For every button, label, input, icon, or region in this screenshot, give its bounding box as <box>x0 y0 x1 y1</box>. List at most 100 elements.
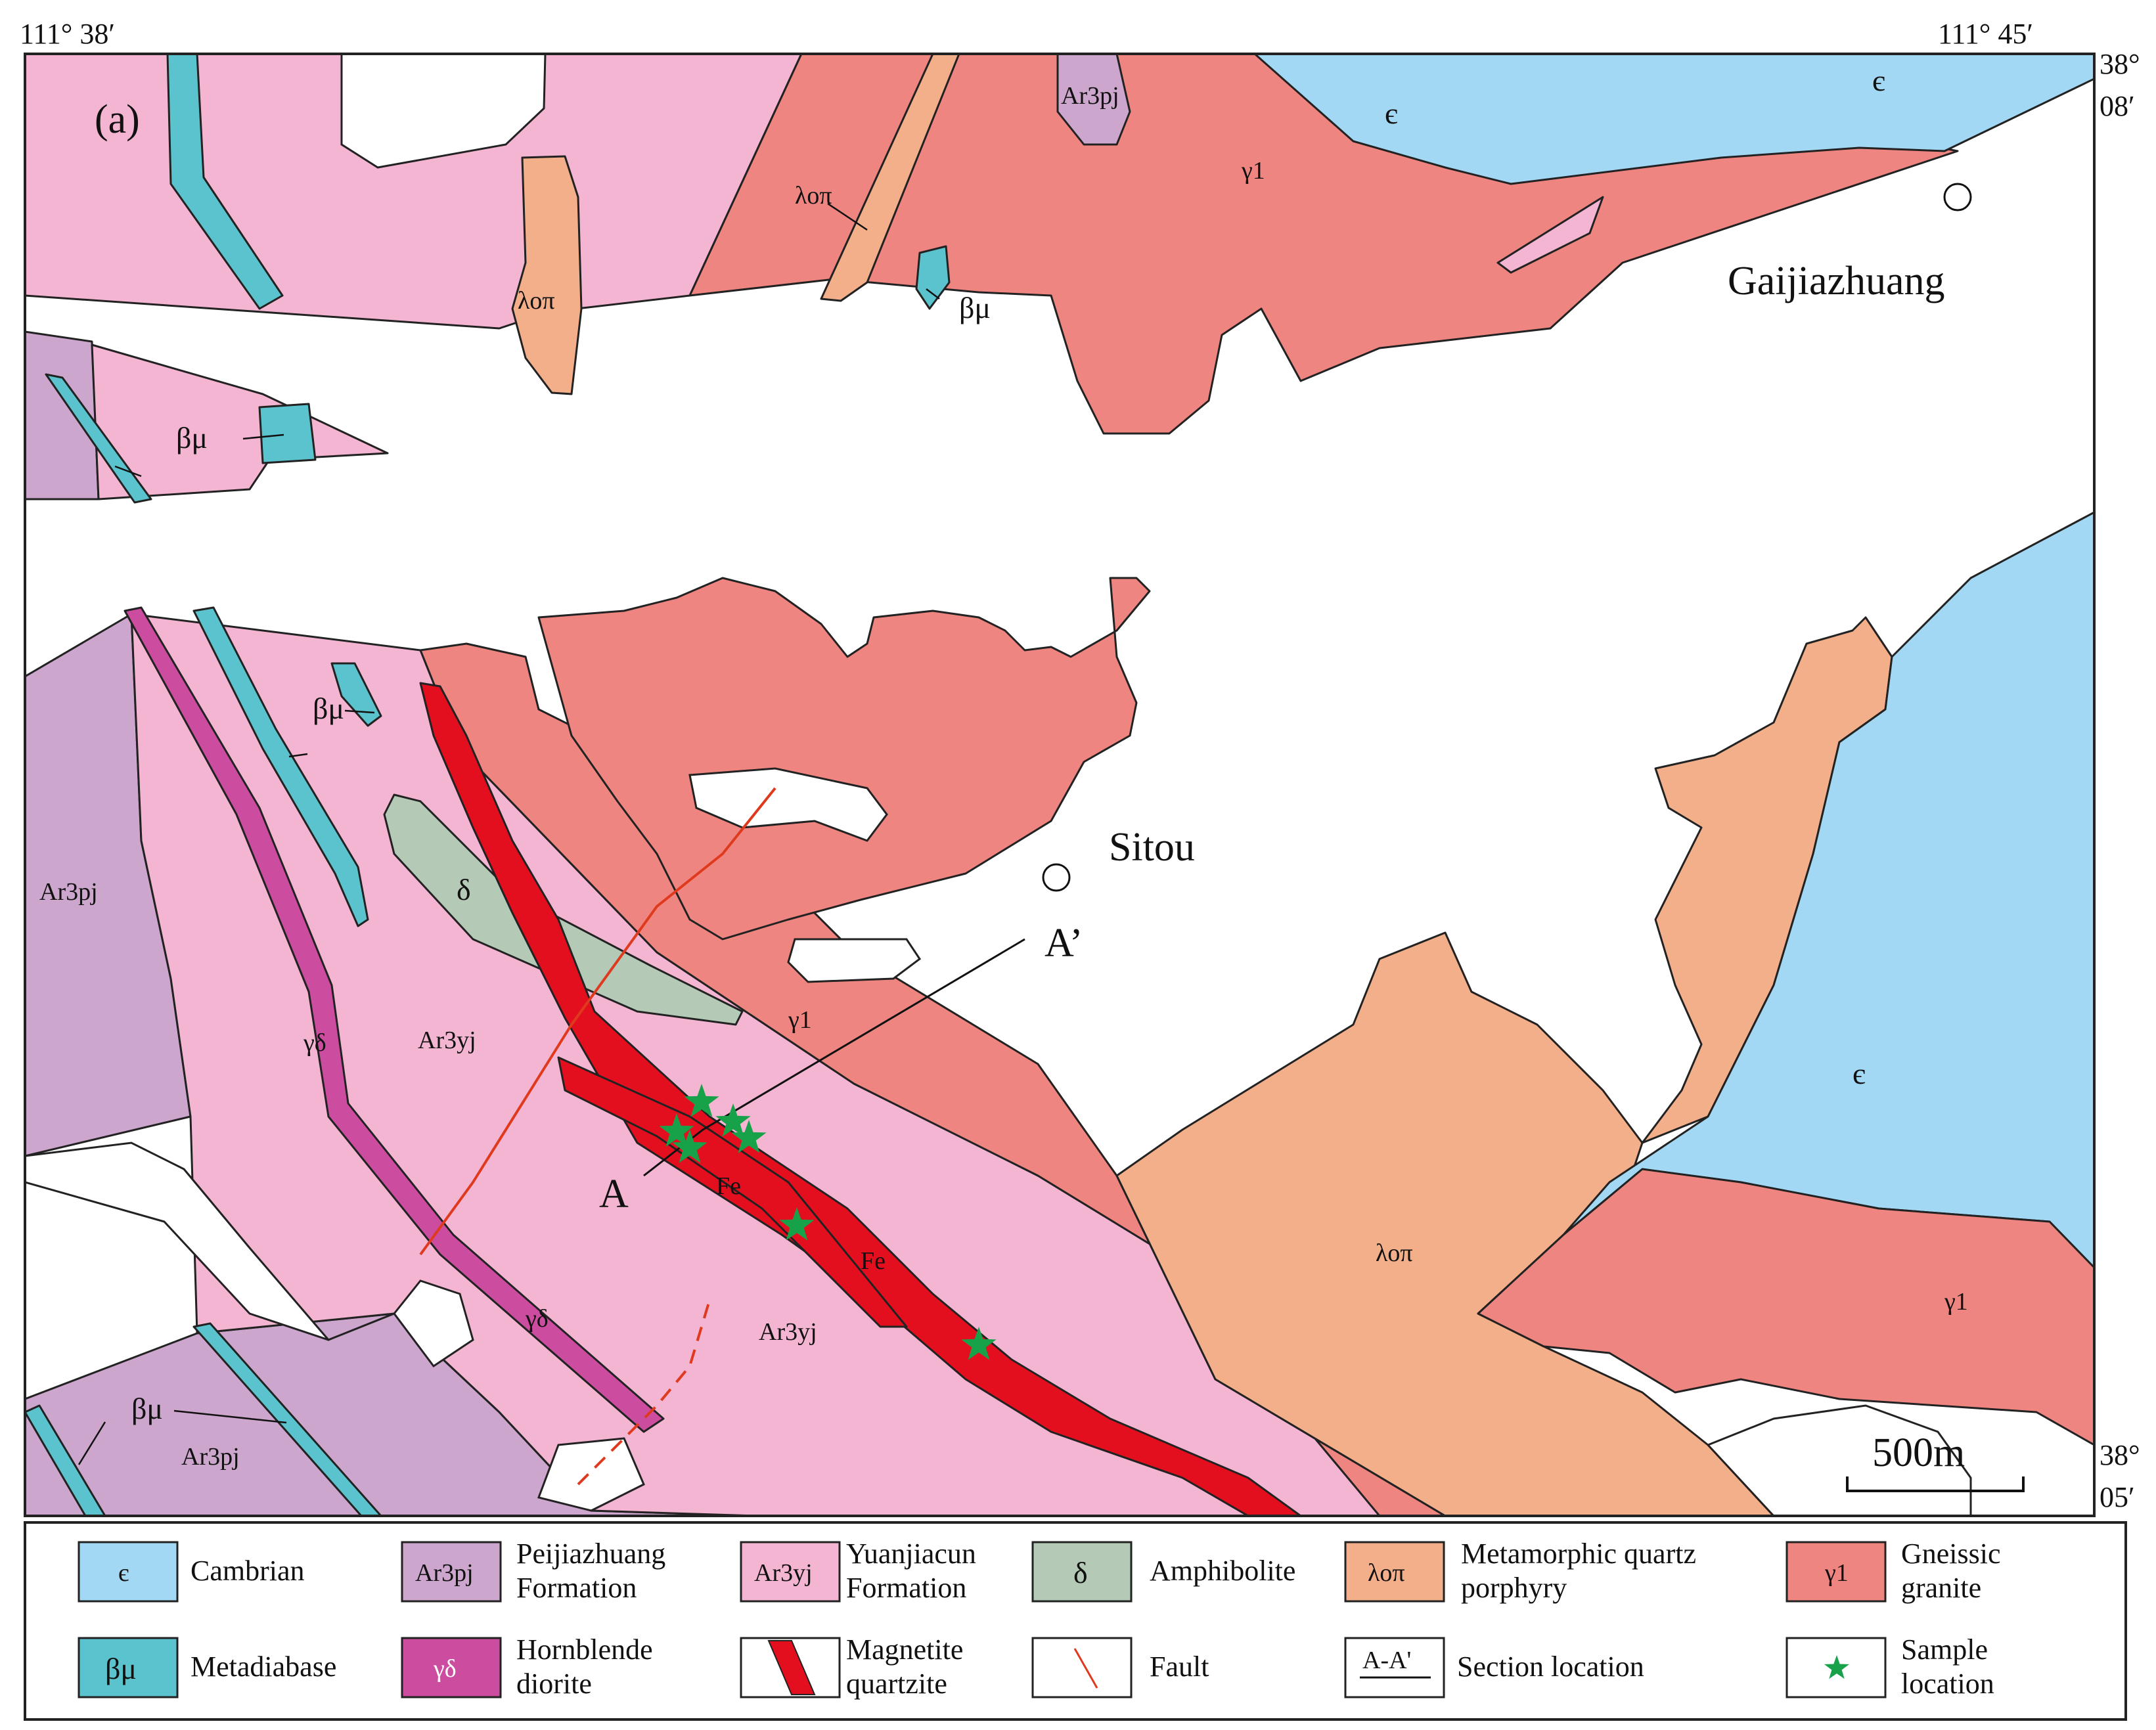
label-diorite-2: γδ <box>525 1305 549 1333</box>
label-yuanjiacun-1: Ar3yj <box>418 1027 476 1054</box>
fault-main <box>419 787 776 1256</box>
section-label-a: A <box>599 1172 629 1216</box>
svg-text:Ar3yj: Ar3yj <box>754 1559 813 1587</box>
legend-item-magnetite: Magnetite quartzite <box>740 1633 963 1700</box>
svg-text:є: є <box>118 1559 129 1587</box>
label-yuanjiacun-2: Ar3yj <box>759 1318 817 1346</box>
legend: є Cambrian Ar3pj Peijiazhuang Formation … <box>78 1538 2001 1700</box>
legend-item-diorite: γδ Hornblende diorite <box>401 1633 653 1700</box>
svg-text:Amphibolite: Amphibolite <box>1150 1555 1295 1587</box>
unit-porphyry-dyke-n <box>820 54 960 302</box>
window-north-1 <box>340 54 547 169</box>
label-porphyry-s: λοπ <box>1376 1239 1413 1267</box>
town-marker-sitou <box>1042 863 1071 892</box>
coord-lat-top-deg: 38° <box>2100 48 2140 80</box>
svg-text:Cambrian: Cambrian <box>191 1555 305 1587</box>
window-west <box>25 1142 474 1368</box>
label-peijiazhuang-w: Ar3pj <box>39 878 98 906</box>
window-south <box>537 1437 645 1512</box>
coord-top-right: 111° 45′ <box>1938 18 2033 50</box>
label-peijiazhuang-s: Ar3pj <box>181 1443 240 1471</box>
label-metadiabase-s1: βμ <box>313 692 344 725</box>
coord-top-left: 111° 38′ <box>20 18 115 50</box>
label-granite-se: γ1 <box>1944 1288 1968 1316</box>
unit-metadiabase-s1 <box>192 606 369 927</box>
magnetite-legend-swatch <box>767 1640 816 1695</box>
section-label-a-prime: A’ <box>1044 921 1083 965</box>
svg-text:γ1: γ1 <box>1824 1559 1849 1587</box>
unit-amphibolite <box>383 793 744 1026</box>
legend-item-metadiabase: βμ Metadiabase <box>78 1637 336 1698</box>
unit-granite-sitou <box>537 577 1151 941</box>
section-line-a-a <box>643 938 1025 1177</box>
label-cambrian-n1: є <box>1385 97 1398 130</box>
map-unit-labels: (a) є є є γ1 γ1 γ1 Ar3pj Ar3pj Ar3pj Ar3… <box>39 64 1968 1471</box>
panel-label: (a) <box>95 97 140 142</box>
fault-inferred <box>577 1300 711 1486</box>
svg-text:Section location: Section location <box>1457 1651 1644 1683</box>
coord-lat-bottom-deg: 38° <box>2100 1439 2140 1471</box>
svg-text:δ: δ <box>1073 1556 1088 1589</box>
label-ore-2: Fe <box>861 1247 886 1275</box>
unit-magnetite-branch <box>557 1056 908 1328</box>
label-metadiabase-s2: βμ <box>131 1392 163 1425</box>
label-amphibolite: δ <box>457 873 471 906</box>
place-sitou: Sitou <box>1109 825 1195 870</box>
unit-peijiazhuang-n <box>1056 54 1131 146</box>
legend-item-fault: Fault <box>1031 1637 1209 1698</box>
unit-granite-se <box>1477 1168 2094 1446</box>
window-sitou-2 <box>787 938 922 983</box>
svg-text:βμ: βμ <box>105 1652 137 1685</box>
scale-line <box>1846 1476 2025 1492</box>
place-gaijiazhuang: Gaijiazhuang <box>1728 259 1945 303</box>
svg-text:γδ: γδ <box>433 1655 457 1683</box>
legend-item-section: A-A' Section location <box>1344 1637 1644 1698</box>
window-southeast <box>1706 1404 1972 1516</box>
leader-lines <box>78 202 940 1465</box>
label-granite-s: γ1 <box>788 1006 812 1034</box>
legend-item-amphibolite: δ Amphibolite <box>1031 1541 1295 1603</box>
unit-magnetite-main <box>419 682 1302 1516</box>
label-cambrian-e: є <box>1853 1057 1866 1090</box>
label-porphyry-n2: λοπ <box>795 182 832 210</box>
legend-item-cambrian: є Cambrian <box>78 1541 305 1603</box>
unit-porphyry-north <box>511 155 583 395</box>
scale-bar: 500m <box>1846 1431 2025 1492</box>
unit-diorite-dyke <box>124 606 665 1433</box>
legend-item-yuanjiacun: Ar3yj Yuanjiacun Formation <box>740 1538 976 1604</box>
unit-yuanjiacun-lens <box>1496 196 1604 274</box>
unit-metadiabase-n1 <box>166 54 284 310</box>
fault-legend-swatch <box>1073 1648 1098 1689</box>
legend-item-granite: γ1 Gneissic granite <box>1785 1538 2001 1604</box>
coord-lat-top-min: 08′ <box>2100 90 2135 122</box>
svg-text:Fault: Fault <box>1150 1651 1209 1683</box>
map-frame <box>24 53 2096 1517</box>
legend-item-sample: Sample location <box>1785 1633 1994 1700</box>
svg-text:Ar3pj: Ar3pj <box>415 1559 474 1587</box>
label-porphyry-n1: λοπ <box>518 287 555 315</box>
label-metadiabase-w: βμ <box>176 421 208 455</box>
section-line: A A’ <box>599 921 1083 1216</box>
svg-text:λοπ: λοπ <box>1368 1559 1405 1587</box>
svg-text:A-A': A-A' <box>1362 1647 1411 1674</box>
unit-metadiabase-n4 <box>915 245 951 310</box>
town-marker-gaijiazhuang <box>1943 183 1972 211</box>
unit-metadiabase-s2 <box>330 662 382 727</box>
svg-text:Metadiabase: Metadiabase <box>191 1651 336 1683</box>
legend-item-peijiazhuang: Ar3pj Peijiazhuang Formation <box>401 1538 665 1604</box>
coord-lat-bottom-min: 05′ <box>2100 1481 2135 1513</box>
unit-metadiabase-n3 <box>258 403 317 464</box>
label-cambrian-n2: є <box>1872 64 1885 97</box>
scale-label: 500m <box>1872 1431 1965 1475</box>
window-sitou-1 <box>688 767 888 842</box>
map-coordinates: 111° 38′ 111° 45′ 38° 08′ 38° 05′ <box>20 18 2140 1513</box>
unit-cambrian-north <box>1253 54 2094 185</box>
legend-item-porphyry: λοπ Metamorphic quartz porphyry <box>1344 1538 1696 1604</box>
label-peijiazhuang-n: Ar3pj <box>1061 82 1119 110</box>
unit-metadiabase-s4 <box>192 1322 382 1516</box>
label-diorite-1: γδ <box>303 1029 326 1057</box>
places: Gaijiazhuang Sitou <box>1042 183 1972 892</box>
faults <box>419 787 776 1486</box>
label-granite-n: γ1 <box>1241 157 1265 185</box>
